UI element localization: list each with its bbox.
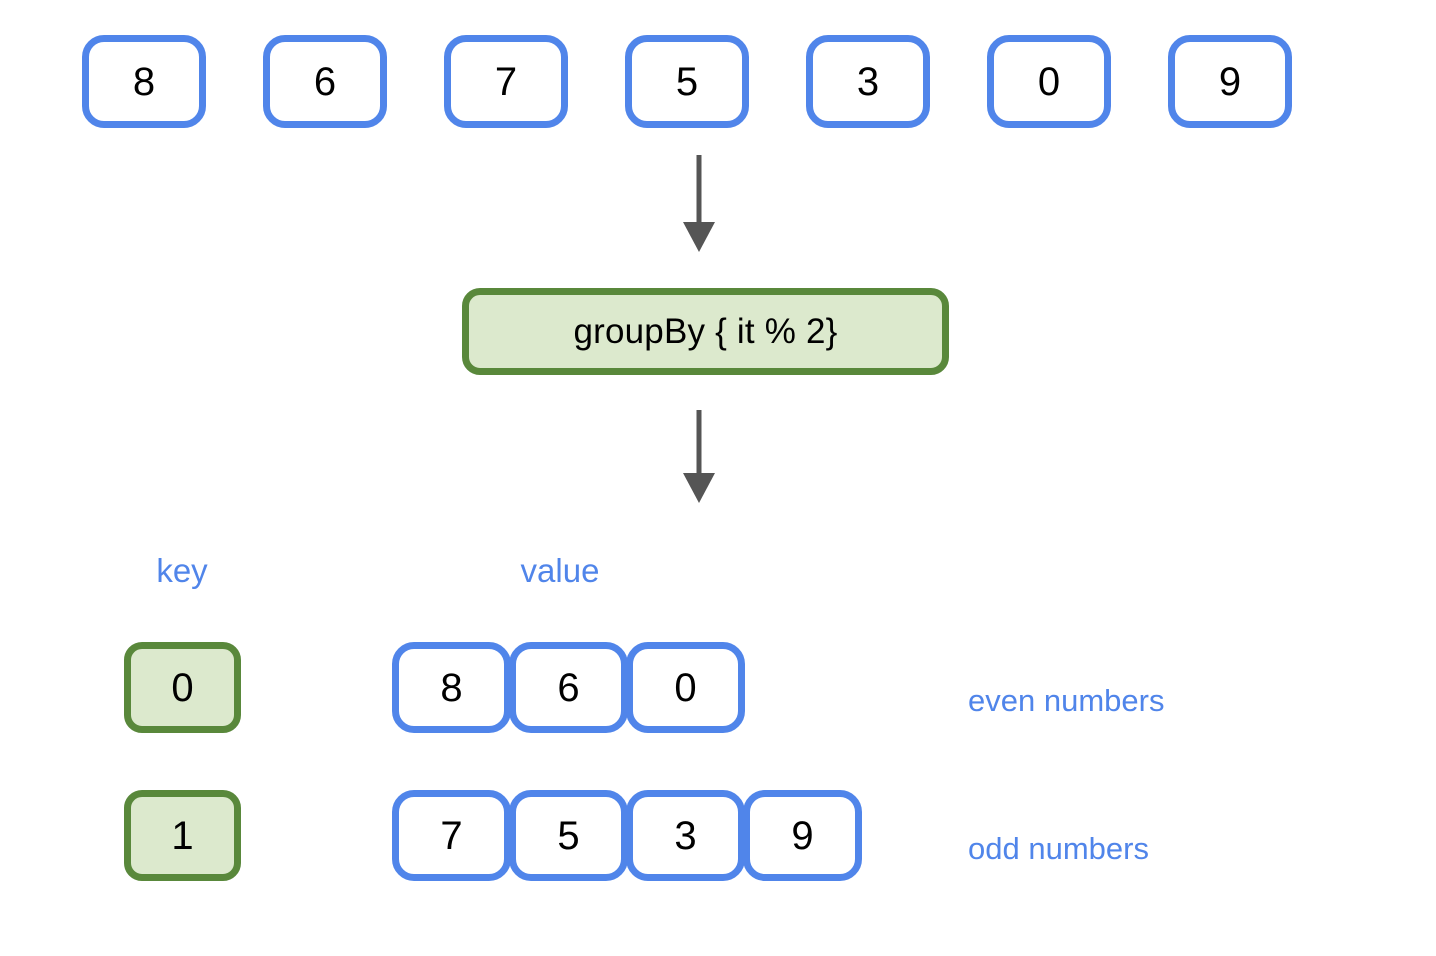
input-box-value: 0 xyxy=(1037,59,1061,104)
operation-label: groupBy { it % 2} xyxy=(573,311,838,351)
key-box: 1 xyxy=(124,790,241,881)
input-box: 5 xyxy=(625,35,749,128)
row-note-odd: odd numbers xyxy=(968,831,1149,866)
input-box: 6 xyxy=(263,35,387,128)
operation-box: groupBy { it % 2} xyxy=(462,288,949,375)
input-box-value: 3 xyxy=(856,59,880,104)
value-box: 6 xyxy=(509,642,628,733)
value-box-value: 0 xyxy=(674,665,697,710)
key-box-value: 0 xyxy=(171,665,194,710)
key-box: 0 xyxy=(124,642,241,733)
value-box: 5 xyxy=(509,790,628,881)
input-box-value: 5 xyxy=(675,59,699,104)
input-box-value: 8 xyxy=(132,59,156,104)
value-box-value: 5 xyxy=(557,813,580,858)
value-box-value: 9 xyxy=(791,813,814,858)
column-header-key: key xyxy=(156,552,208,589)
value-box: 7 xyxy=(392,790,511,881)
value-box: 8 xyxy=(392,642,511,733)
input-box: 9 xyxy=(1168,35,1292,128)
arrow-down-icon xyxy=(683,410,715,503)
key-box-value: 1 xyxy=(171,813,194,858)
row-note-even: even numbers xyxy=(968,683,1165,718)
input-box: 8 xyxy=(82,35,206,128)
input-box-value: 9 xyxy=(1218,59,1242,104)
arrow-down-icon xyxy=(683,155,715,252)
value-box-value: 8 xyxy=(440,665,463,710)
input-box: 7 xyxy=(444,35,568,128)
input-box-value: 6 xyxy=(313,59,337,104)
value-box-value: 6 xyxy=(557,665,580,710)
input-box: 3 xyxy=(806,35,930,128)
value-box: 9 xyxy=(743,790,862,881)
value-box: 0 xyxy=(626,642,745,733)
value-box-value: 3 xyxy=(674,813,697,858)
value-box: 3 xyxy=(626,790,745,881)
value-box-value: 7 xyxy=(440,813,463,858)
column-header-value: value xyxy=(520,552,600,589)
input-box-value: 7 xyxy=(494,59,518,104)
input-box: 0 xyxy=(987,35,1111,128)
